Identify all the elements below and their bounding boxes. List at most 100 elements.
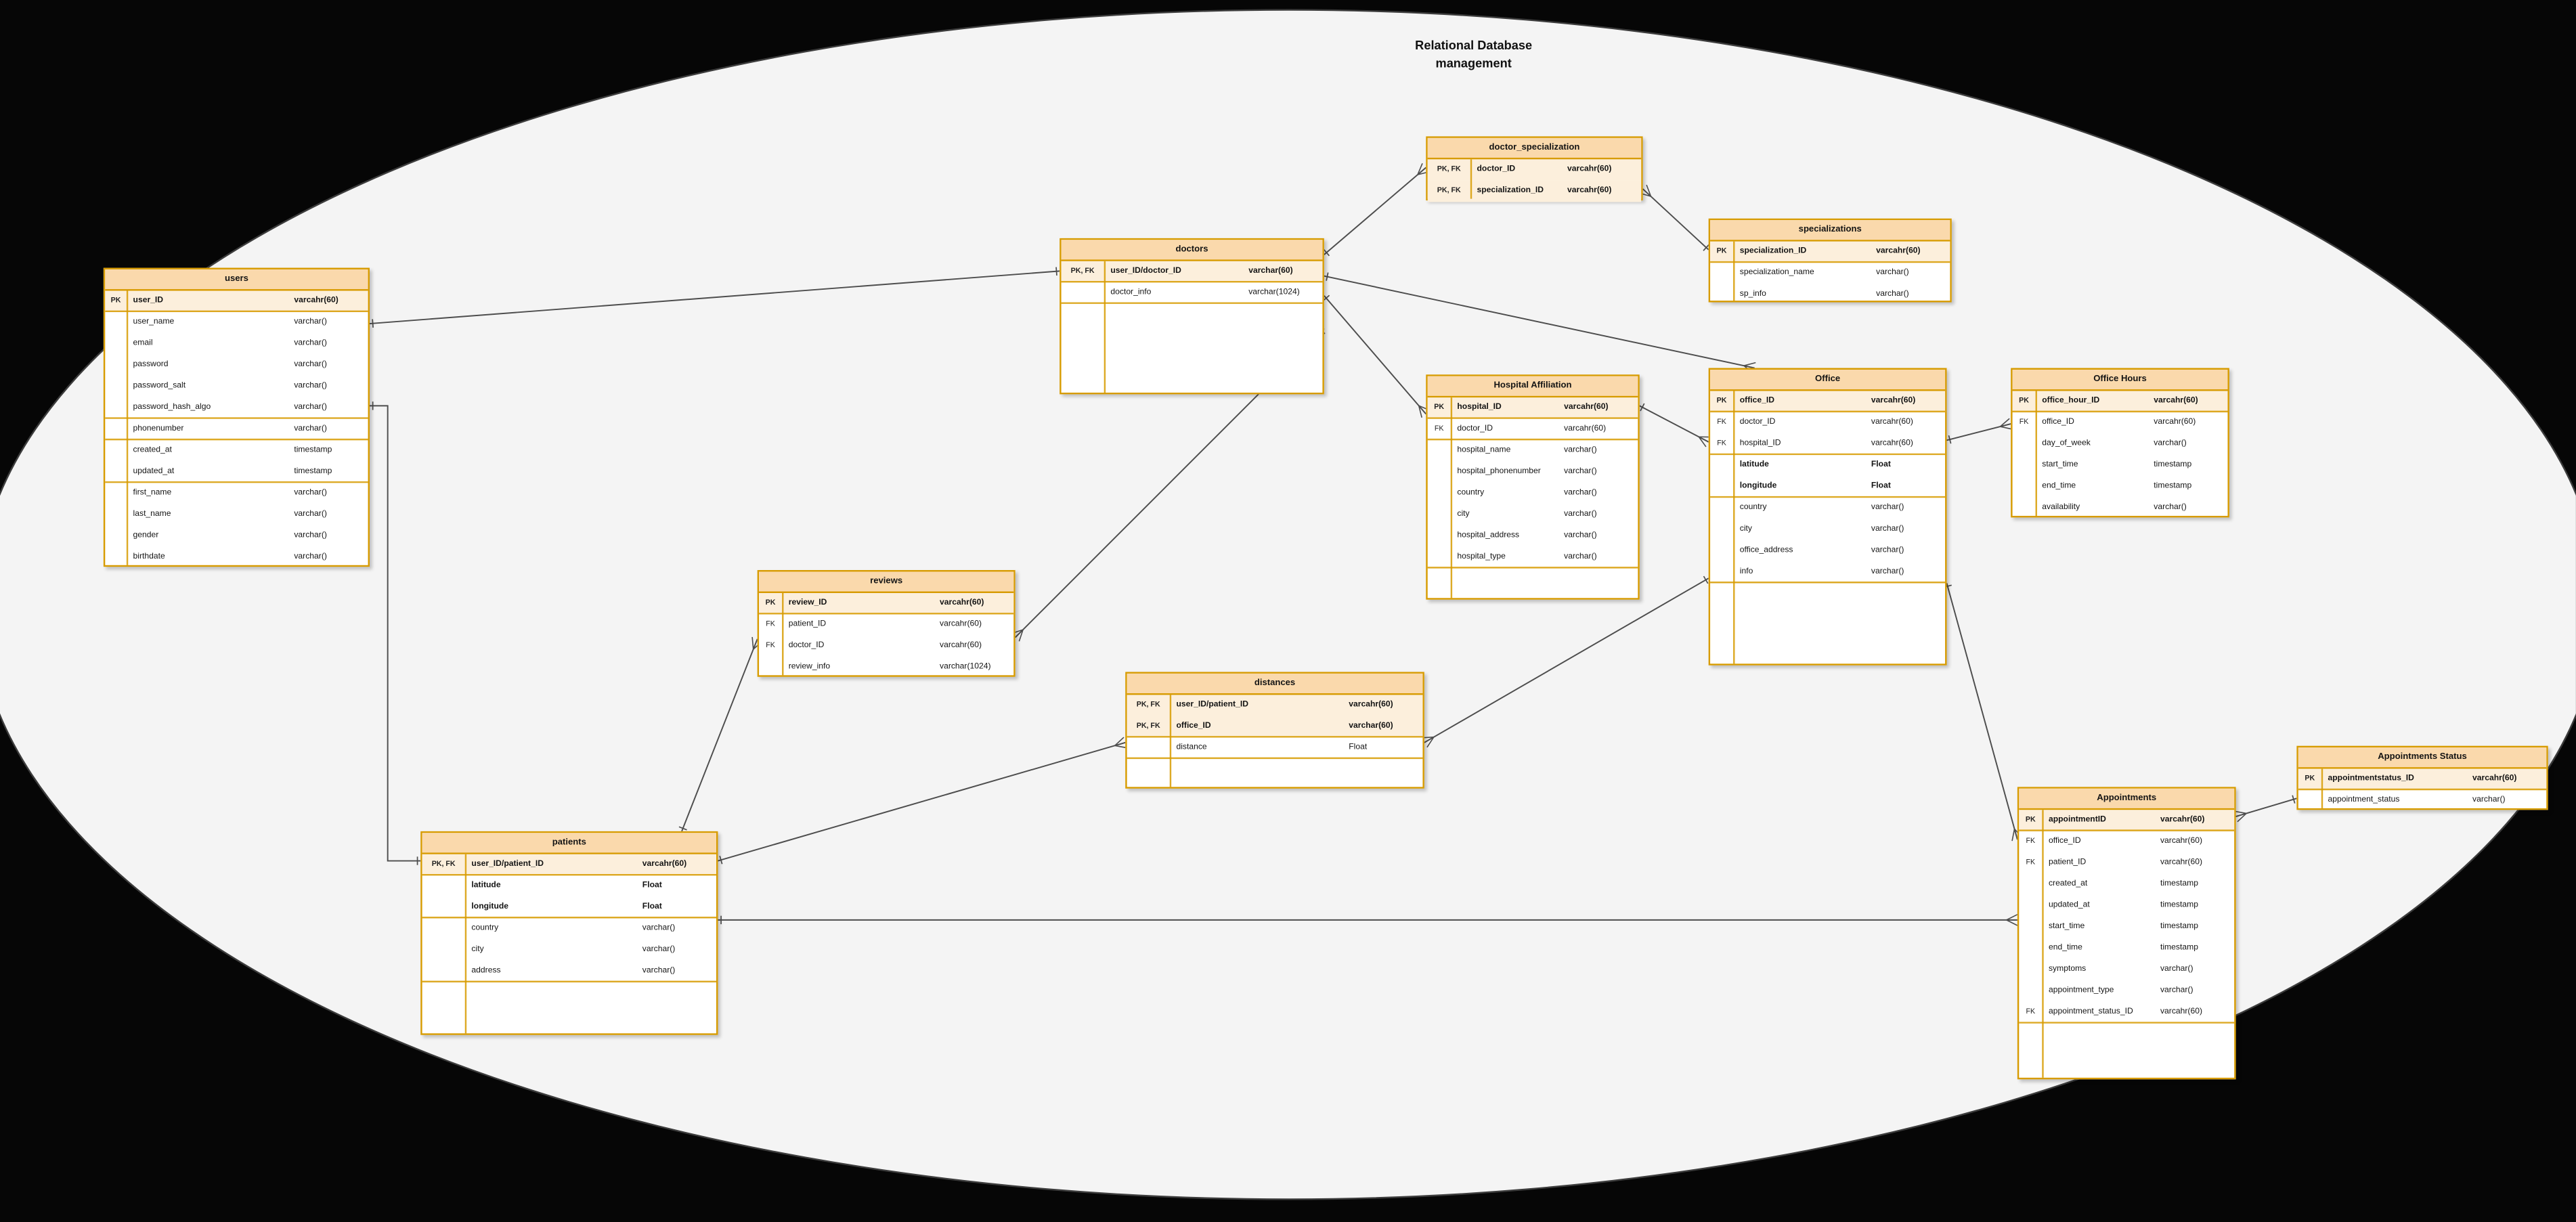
field-fname: start_time bbox=[2048, 921, 2085, 932]
field-fname: doctor_info bbox=[1110, 287, 1152, 298]
field-key: PK bbox=[1716, 246, 1727, 255]
field-fname: longitude bbox=[471, 902, 509, 912]
field-key: PK, FK bbox=[1136, 700, 1160, 709]
page-title: Relational Database management bbox=[1415, 37, 1533, 71]
field-fname: appointment_type bbox=[2048, 986, 2114, 997]
field-ftype: varcahr(60) bbox=[1564, 402, 1609, 413]
field-ftype: varchar() bbox=[2154, 439, 2187, 449]
field-ftype: timestamp bbox=[294, 445, 332, 456]
field-key: PK bbox=[765, 598, 776, 607]
key-column-divider bbox=[782, 593, 783, 676]
field-fname: availability bbox=[2042, 503, 2080, 513]
field-ftype: Float bbox=[1349, 742, 1368, 753]
field-fname: city bbox=[1739, 524, 1752, 535]
field-ftype: varcahr(60) bbox=[1349, 700, 1393, 710]
entity-title: patients bbox=[422, 833, 716, 854]
field-ftype: varchar() bbox=[294, 339, 327, 349]
field-ftype: varchar() bbox=[294, 317, 327, 328]
field-fname: country bbox=[1457, 488, 1485, 498]
entity-title: specializations bbox=[1710, 220, 1950, 242]
field-fname: updated_at bbox=[2048, 900, 2090, 911]
field-key: FK bbox=[2026, 1007, 2036, 1016]
field-fname: office_ID bbox=[2042, 417, 2074, 428]
field-ftype: varchar() bbox=[294, 402, 327, 413]
field-ftype: Float bbox=[642, 902, 662, 912]
key-column-divider bbox=[1733, 241, 1734, 301]
field-key: PK bbox=[2305, 773, 2315, 783]
field-ftype: varchar() bbox=[294, 552, 327, 563]
field-key: PK bbox=[2025, 814, 2036, 823]
field-ftype: varcahr(60) bbox=[2160, 858, 2203, 868]
field-fname: hospital_type bbox=[1457, 552, 1506, 562]
field-fname: user_name bbox=[133, 317, 175, 328]
field-ftype: varcahr(60) bbox=[1871, 438, 1913, 449]
field-fname: sp_info bbox=[1739, 289, 1766, 300]
field-fname: specialization_ID bbox=[1477, 186, 1544, 196]
field-fname: address bbox=[471, 965, 501, 976]
field-fname: doctor_ID bbox=[1477, 165, 1516, 175]
field-ftype: varchar() bbox=[1564, 466, 1597, 477]
field-fname: office_ID bbox=[1739, 395, 1775, 406]
field-ftype: varchar() bbox=[1871, 567, 1904, 577]
key-column-divider bbox=[126, 290, 128, 565]
entity-title: Appointments Status bbox=[2298, 747, 2547, 769]
field-key: FK bbox=[2019, 417, 2029, 426]
field-fname: email bbox=[133, 339, 153, 349]
field-fname: end_time bbox=[2048, 943, 2082, 953]
field-ftype: varchar() bbox=[294, 531, 327, 541]
field-fname: appointment_status_ID bbox=[2048, 1007, 2133, 1018]
field-fname: hospital_ID bbox=[1457, 402, 1502, 413]
field-fname: distance bbox=[1176, 742, 1207, 753]
field-ftype: timestamp bbox=[2160, 921, 2198, 932]
field-ftype: varchar() bbox=[1564, 509, 1597, 520]
field-key: PK bbox=[2019, 395, 2029, 404]
field-fname: hospital_ID bbox=[1739, 438, 1781, 449]
key-column-divider bbox=[1450, 397, 1452, 598]
field-ftype: varchar() bbox=[642, 944, 676, 955]
field-ftype: varchar() bbox=[1564, 488, 1597, 498]
field-fname: doctor_ID bbox=[788, 640, 825, 651]
field-fname: first_name bbox=[133, 488, 172, 498]
field-fname: symptoms bbox=[2048, 964, 2087, 975]
field-fname: specialization_name bbox=[1739, 268, 1814, 278]
field-ftype: varchar() bbox=[1564, 531, 1597, 541]
field-key: FK bbox=[766, 619, 775, 628]
field-ftype: timestamp bbox=[294, 466, 332, 477]
field-ftype: varchar() bbox=[1564, 552, 1597, 562]
field-ftype: varcahr(60) bbox=[2160, 1007, 2203, 1018]
field-ftype: varchar() bbox=[2160, 964, 2193, 975]
